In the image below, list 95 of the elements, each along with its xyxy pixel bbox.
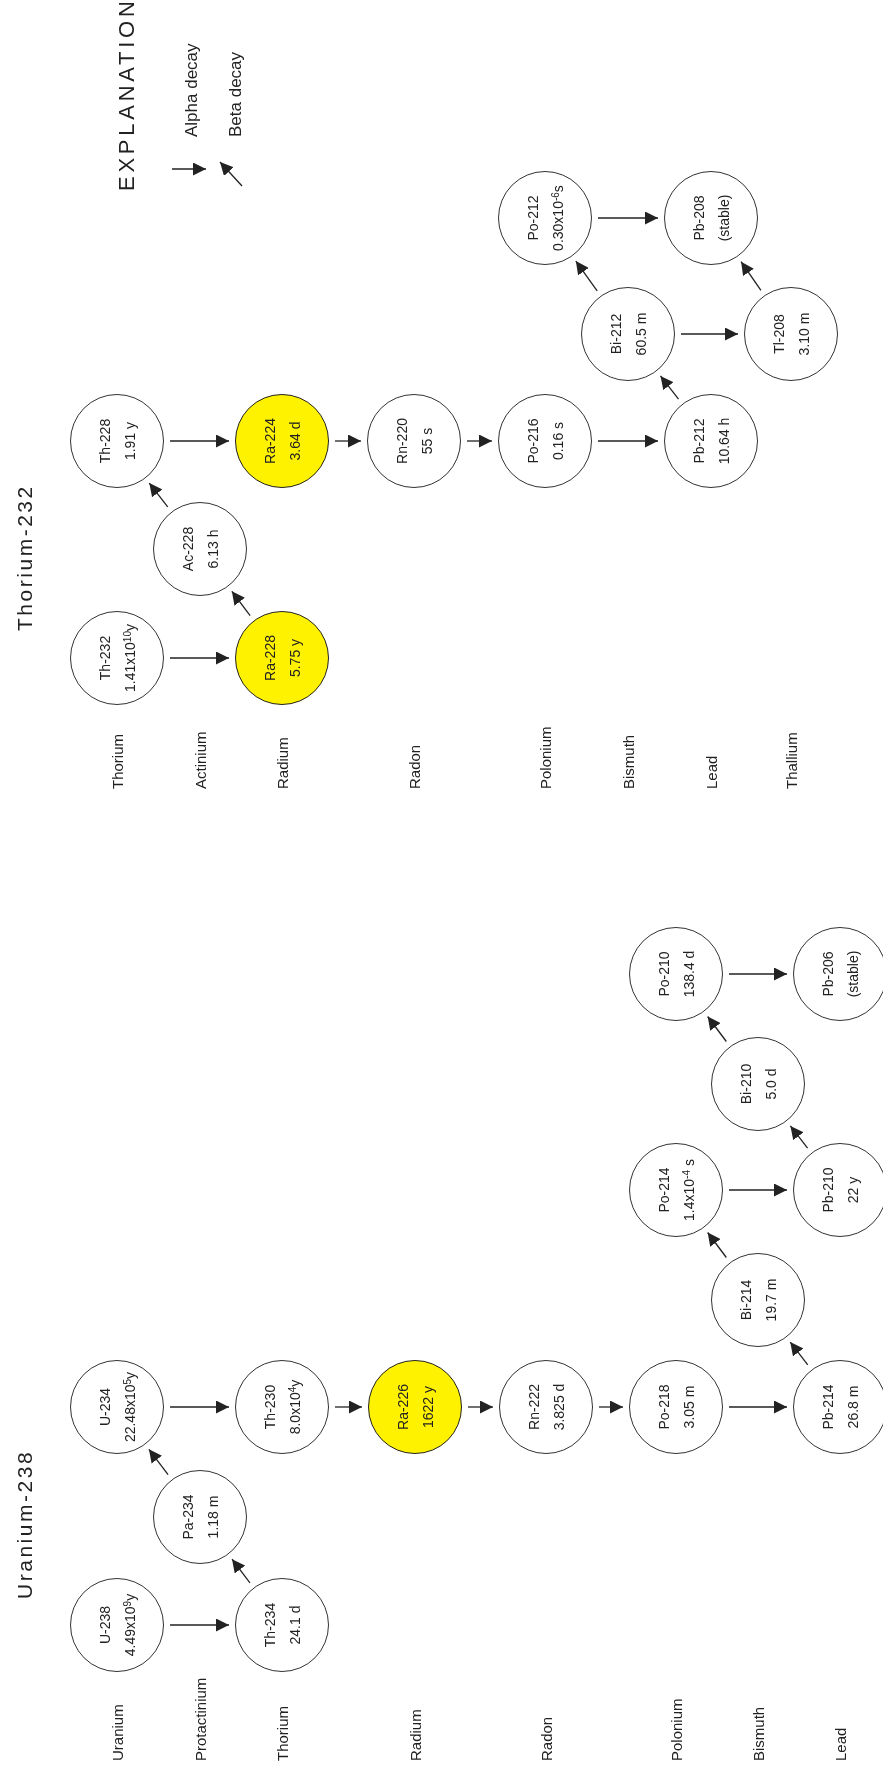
half-life: 10.64 h	[715, 417, 732, 465]
nuclide-name: Bi-214	[737, 1279, 754, 1321]
element-name: Protactinium	[192, 1677, 208, 1761]
half-life: 22 y	[844, 1176, 861, 1204]
series-title: Uranium-238	[13, 1449, 35, 1599]
legend-text: Alpha decay	[182, 43, 200, 137]
nuclide-name: Pb-206	[819, 951, 836, 997]
half-life: 1622 y	[419, 1386, 436, 1429]
decay-arrow	[707, 1231, 727, 1259]
nuclide-name: Ra-226	[394, 1384, 411, 1430]
decay-arrow	[728, 1400, 788, 1414]
half-life: (stable)	[715, 194, 732, 242]
series-title: Thorium-232	[13, 484, 35, 631]
decay-arrow	[598, 1400, 624, 1414]
half-life: 0.16 s	[549, 421, 566, 461]
decay-arrow	[467, 1400, 494, 1414]
nuclide-name: Th-232	[96, 635, 113, 681]
decay-arrow	[231, 1558, 251, 1584]
decay-arrow	[148, 1448, 169, 1476]
half-life: 1.91 y	[121, 421, 138, 461]
nuclide-name: Po-210	[655, 951, 672, 997]
nuclide-name: Rn-220	[393, 418, 410, 464]
element-name: Lead	[832, 1727, 848, 1761]
half-life: 138.4 d	[680, 950, 697, 998]
nuclide-name: Bi-210	[737, 1063, 754, 1105]
decay-arrow	[740, 261, 762, 291]
nuclide-name: Bi-212	[607, 313, 624, 355]
half-life: 6.13 h	[204, 529, 221, 569]
half-life: 3.10 m	[795, 312, 812, 356]
nuclide-name: Pb-212	[690, 418, 707, 464]
legend-text: Beta decay	[226, 51, 244, 137]
half-life: (stable)	[844, 950, 861, 998]
decay-arrow	[148, 482, 169, 508]
element-name: Polonium	[668, 1698, 684, 1761]
half-life: 1.18 m	[204, 1495, 221, 1539]
half-life: 3.05 m	[680, 1385, 697, 1429]
nuclide-name: U-238	[96, 1605, 113, 1645]
nuclide-name: Th-234	[261, 1602, 278, 1648]
half-life: 55 s	[418, 427, 435, 455]
half-life: 24.1 d	[286, 1605, 303, 1645]
nuclide-name: Po-212	[524, 195, 541, 241]
nuclide-name: Rn-222	[525, 1384, 542, 1430]
element-name: Actinium	[192, 731, 208, 789]
decay-arrow	[169, 1618, 230, 1632]
decay-arrow	[466, 434, 493, 448]
decay-arrow	[597, 434, 659, 448]
nuclide-name: Tl-208	[770, 314, 787, 354]
decay-arrow	[169, 651, 230, 665]
decay-arrow	[334, 434, 362, 448]
decay-arrow	[169, 434, 230, 448]
half-life: 3.825 d	[550, 1383, 567, 1431]
element-name: Polonium	[537, 726, 553, 789]
element-name: Thallium	[783, 732, 799, 789]
nuclide-name: Th-230	[261, 1384, 278, 1430]
half-life: 60.5 m	[632, 312, 649, 356]
decay-arrow	[169, 1400, 230, 1414]
decay-arrow	[789, 1341, 809, 1366]
half-life: 26.8 m	[844, 1385, 861, 1429]
half-life: 19.7 m	[762, 1278, 779, 1322]
element-name: Bismuth	[620, 734, 636, 789]
decay-arrow	[659, 375, 680, 400]
element-name: Thorium	[109, 734, 125, 789]
decay-arrow	[728, 1183, 788, 1197]
decay-arrow	[789, 1125, 809, 1149]
nuclide-name: Po-218	[655, 1384, 672, 1430]
decay-arrow	[231, 590, 251, 617]
half-life: 5.0 d	[762, 1068, 779, 1100]
element-name: Uranium	[109, 1704, 125, 1761]
element-name: Lead	[703, 755, 719, 789]
nuclide-name: Th-228	[96, 418, 113, 464]
nuclide-name: Po-214	[655, 1167, 672, 1213]
nuclide-name: Pa-234	[179, 1494, 196, 1540]
nuclide-name: Pb-208	[690, 195, 707, 241]
nuclide-name: Ra-228	[261, 635, 278, 681]
nuclide-name: Ac-228	[179, 526, 196, 572]
element-name: Radon	[538, 1716, 554, 1761]
element-name: Thorium	[274, 1706, 290, 1761]
decay-arrow	[334, 1400, 363, 1414]
half-life: 3.64 d	[286, 421, 303, 461]
element-name: Radium	[407, 1709, 423, 1761]
element-name: Radium	[274, 737, 290, 789]
nuclide-name: Pb-214	[819, 1384, 836, 1430]
nuclide-name: U-234	[96, 1387, 113, 1427]
nuclide-name: Pb-210	[819, 1167, 836, 1213]
decay-arrow	[680, 327, 739, 341]
element-name: Radon	[406, 744, 422, 789]
decay-arrow	[707, 1015, 727, 1043]
decay-arrow	[597, 211, 659, 225]
nuclide-name: Ra-224	[261, 418, 278, 464]
decay-arrow	[728, 967, 788, 981]
element-name: Bismuth	[750, 1706, 766, 1761]
nuclide-name: Po-216	[524, 418, 541, 464]
half-life: 5.75 y	[286, 638, 303, 678]
legend-heading: EXPLANATION	[116, 0, 138, 191]
decay-arrow	[575, 260, 598, 292]
